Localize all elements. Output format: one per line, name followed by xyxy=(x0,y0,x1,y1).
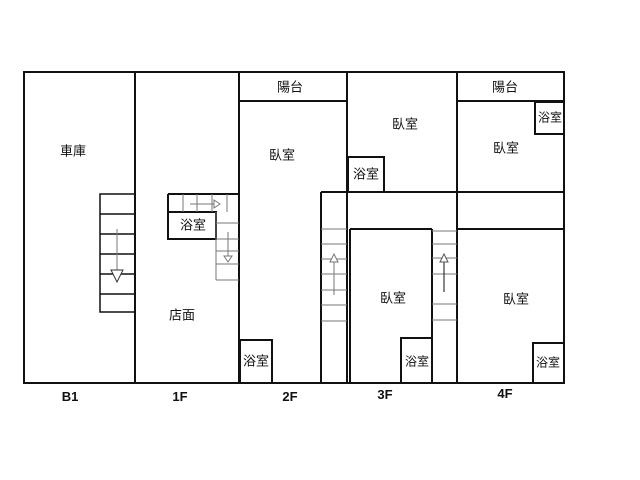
label-bedroom-3f: 臥室 xyxy=(380,291,406,307)
floor-label-1f: 1F xyxy=(172,389,187,404)
label-shop: 店面 xyxy=(169,309,195,324)
label-bedroom-3f-upper: 臥室 xyxy=(392,117,418,133)
arrow-right-icon xyxy=(213,199,221,209)
stairs-1f xyxy=(167,193,239,281)
label-bath-1f: 浴室 xyxy=(180,218,206,234)
label-bath-3f: 浴室 xyxy=(405,354,429,369)
floor-label-b1: B1 xyxy=(62,389,79,404)
label-bedroom-4f: 臥室 xyxy=(503,292,529,308)
label-bedroom-2f: 臥室 xyxy=(269,148,295,164)
label-bath-4f-upper: 浴室 xyxy=(538,110,562,125)
stairs-3f xyxy=(432,230,457,321)
label-balcony-2f: 陽台 xyxy=(277,81,303,96)
label-bath-2f: 浴室 xyxy=(243,354,269,370)
walls xyxy=(23,71,565,384)
label-garage: 車庫 xyxy=(60,145,86,160)
floor-label-3f: 3F xyxy=(377,387,392,402)
label-bedroom-4f-upper: 臥室 xyxy=(493,141,519,157)
floor-label-2f: 2F xyxy=(282,389,297,404)
stairs-2f xyxy=(321,228,347,322)
room-labels: 車庫 店面 浴室 陽台 臥室 浴室 臥室 浴室 臥室 浴室 陽台 臥室 浴室 臥… xyxy=(60,81,562,370)
arrow-up-icon xyxy=(329,252,339,263)
floor-label-4f: 4F xyxy=(497,386,512,401)
stairs-b1 xyxy=(99,193,136,313)
floor-labels: B1 1F 2F 3F 4F xyxy=(62,386,513,404)
label-bath-3f-upper: 浴室 xyxy=(353,167,379,183)
arrow-up-icon xyxy=(439,252,449,263)
outer-wall xyxy=(23,71,565,384)
arrow-down-icon xyxy=(223,255,233,263)
label-bath-4f: 浴室 xyxy=(536,355,560,370)
label-balcony-4f: 陽台 xyxy=(492,81,518,96)
